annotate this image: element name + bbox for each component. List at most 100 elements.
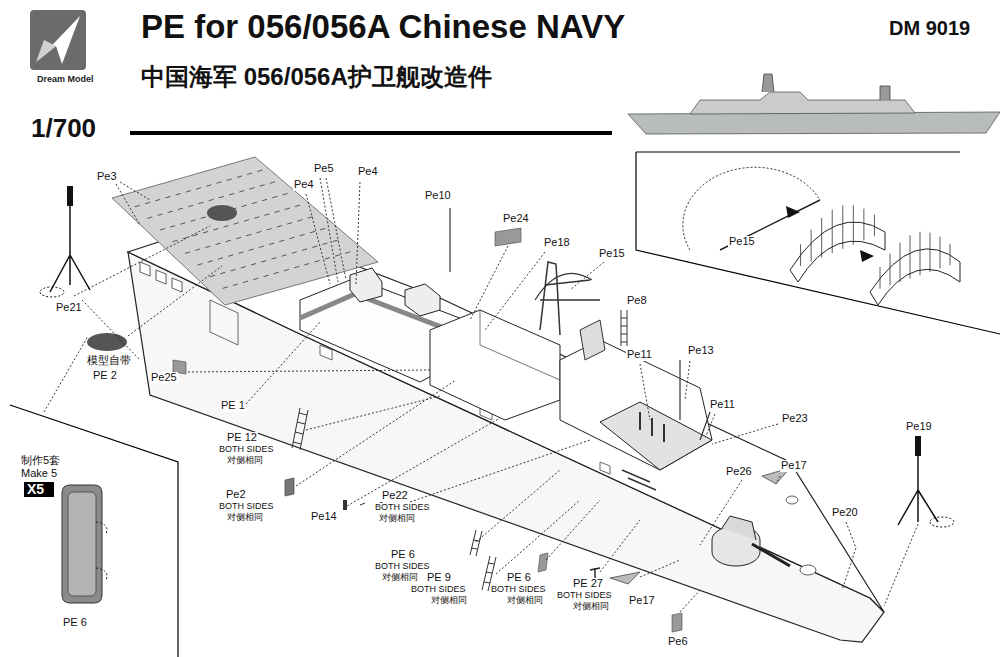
callout-number: Pe19 (905, 421, 933, 433)
leader-line (356, 182, 360, 284)
grid-slot (282, 255, 287, 257)
grid-slot (335, 255, 340, 257)
arch-rib (880, 267, 881, 289)
grid-slot (267, 228, 272, 230)
grid-slot (320, 228, 325, 230)
radar (580, 320, 605, 360)
antenna (700, 412, 710, 440)
note-text: BOTH SIDES (490, 585, 547, 594)
grid-slot (271, 258, 276, 260)
logo-mark (36, 16, 80, 64)
callout-number: PE 6 (62, 617, 88, 629)
grid-slot (275, 211, 280, 213)
grid-slot (155, 199, 160, 201)
grid-slot (223, 287, 228, 289)
leader-line (320, 178, 338, 282)
leader-line (44, 336, 88, 412)
leader-line (306, 194, 330, 284)
heading-rule (130, 131, 612, 135)
callout-number: Pe17 (628, 595, 656, 607)
callout-number: Pe2 (225, 489, 247, 501)
grid-slot (261, 261, 266, 263)
grid-slot (241, 266, 246, 268)
grid-slot (158, 214, 163, 216)
leader-line (470, 246, 508, 320)
grid-slot (304, 263, 309, 265)
grid-slot (325, 258, 330, 260)
grid-slot (201, 217, 206, 219)
leader-line (776, 476, 780, 484)
leader-line (570, 262, 604, 290)
grid-slot (295, 205, 300, 207)
arch-part (870, 249, 960, 305)
grid-slot (216, 243, 221, 245)
grid-slot (165, 196, 170, 198)
inset-border (10, 405, 178, 657)
pe-part (610, 468, 790, 584)
grid-slot (257, 170, 262, 172)
grid-slot (233, 284, 238, 286)
callout-number: Pe10 (424, 190, 452, 202)
callout-number: PE 6 (506, 572, 532, 584)
ship-silhouette (628, 112, 1000, 134)
inset-border (636, 152, 1000, 334)
ladder-part (292, 408, 308, 450)
grid-slot (237, 176, 242, 178)
grid-slot (208, 261, 213, 263)
quantity-text: X5 (27, 481, 44, 497)
leader-line (246, 322, 320, 404)
grid-slot (239, 191, 244, 193)
leader-line (680, 590, 700, 612)
arch-rib (863, 209, 864, 241)
ship-silhouette (762, 74, 774, 92)
callout-number: PE 27 (572, 578, 604, 590)
arch-rib (910, 235, 911, 278)
grid-slot (300, 234, 305, 236)
grid-slot (262, 199, 267, 201)
grid-slot (264, 214, 269, 216)
callout-number: Pe3 (96, 171, 118, 183)
grid-slot (294, 266, 299, 268)
grid-slot (292, 252, 297, 254)
callout-number: PE 2 (92, 370, 118, 382)
grid-slot (229, 193, 234, 195)
grid-slot (176, 194, 181, 196)
fold-path (683, 167, 820, 250)
mast-post (640, 412, 664, 442)
grid-slot (274, 272, 279, 274)
note-text: BOTH SIDES (218, 445, 275, 454)
grid-slot (206, 185, 211, 187)
callout-number: PE 6 (390, 549, 416, 561)
grid-slot (269, 243, 274, 245)
grid-slot (178, 208, 183, 210)
callout-number: PE 12 (226, 432, 258, 444)
arch-rib (900, 243, 901, 282)
callout-number: Pe8 (626, 295, 648, 307)
note-text: BOTH SIDES (410, 585, 467, 594)
grid-slot (259, 246, 264, 248)
callout-number: Pe15 (728, 236, 756, 248)
mast-part (67, 186, 73, 206)
leader-line (128, 266, 222, 336)
grid-slot (289, 237, 294, 239)
mast-part (915, 436, 921, 456)
arch-rib (890, 253, 891, 285)
leader-line (842, 522, 856, 590)
pe-part (285, 478, 294, 496)
arch-rib (853, 205, 854, 244)
grid-slot (297, 220, 302, 222)
crane (350, 268, 382, 302)
note-text: BOTH SIDES (374, 562, 431, 571)
callout-number: Pe23 (781, 413, 809, 425)
heading-text: DM 9019 (888, 18, 971, 39)
leader-line (884, 524, 918, 606)
callout-number: PE 9 (426, 572, 452, 584)
heading-text: 1/700 (30, 115, 97, 142)
callout-number: Pe17 (780, 460, 808, 472)
hull-door (210, 300, 238, 345)
callout-number: Pe15 (598, 248, 626, 260)
door-part (62, 485, 102, 603)
grid-slot (191, 220, 196, 222)
leader-line (700, 480, 742, 545)
